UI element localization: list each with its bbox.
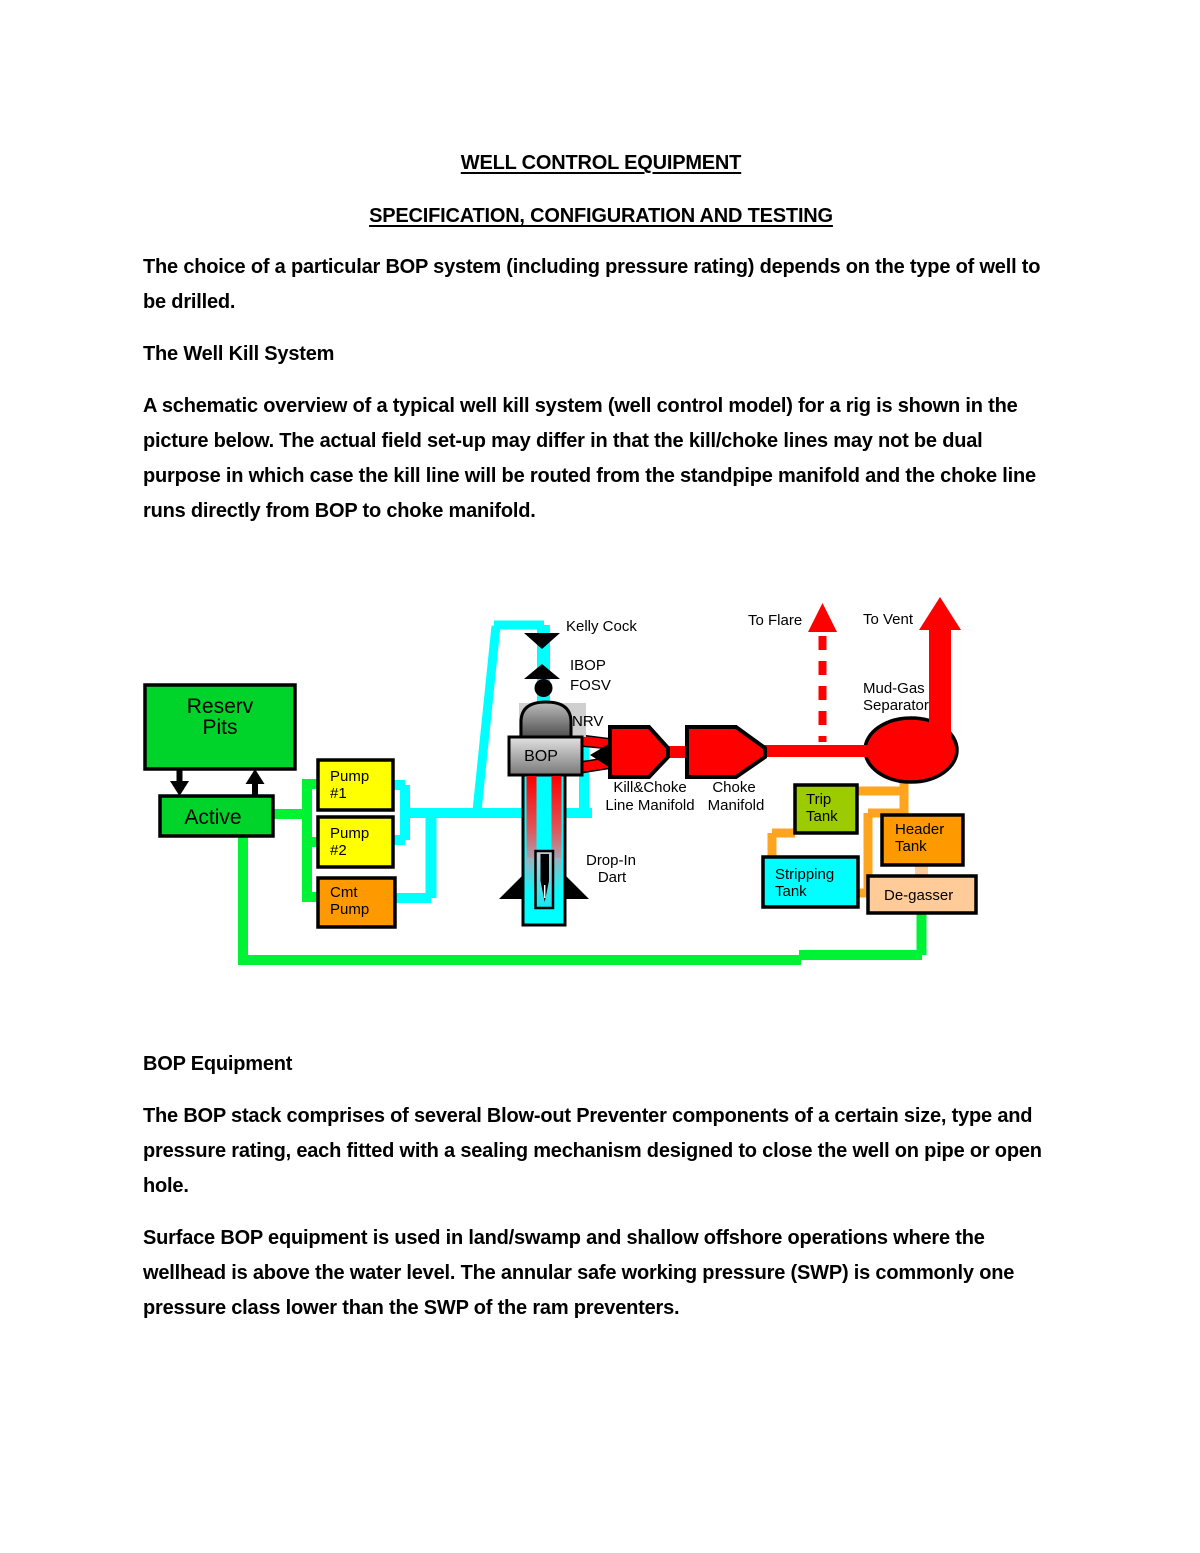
- ibop-valve-icon: [524, 664, 560, 679]
- pump-1-box: [316, 758, 395, 812]
- to-flare-label: To Flare: [748, 612, 802, 629]
- choke-to-separator-pipe: [763, 745, 875, 757]
- nrv-check-valve-icon: [590, 742, 612, 769]
- fosv-valve-icon: [534, 679, 553, 697]
- trip-tank-box: [793, 783, 859, 835]
- active-pit-box: [158, 794, 275, 838]
- bop-equipment-heading: BOP Equipment: [143, 1053, 293, 1075]
- bop-stack: [507, 700, 586, 777]
- fosv-label: FOSV: [570, 677, 611, 694]
- cement-pump-label-line2: Pump: [330, 901, 369, 918]
- to-vent-label: To Vent: [863, 611, 914, 628]
- well-kill-paragraph: A schematic overview of a typical well k…: [143, 395, 1036, 522]
- bop-box: [507, 735, 584, 777]
- standpipe-riser-line: [472, 625, 501, 812]
- header-tank-label-line1: Header: [895, 821, 944, 838]
- pump-2-box: [316, 815, 395, 869]
- degasser-label: De-gasser: [884, 887, 953, 904]
- trip-tank-label-line2: Tank: [806, 808, 838, 825]
- mud-transfer-lines: [238, 779, 927, 965]
- header-tank-label-line2: Tank: [895, 838, 927, 855]
- drop-in-dart-body: [540, 854, 549, 881]
- to-vent-arrow: [919, 597, 961, 630]
- kill-choke-manifold-label-line2: Line Manifold: [605, 797, 694, 814]
- dart-fin-right: [565, 875, 589, 899]
- drill-pipe-wall-right: [551, 776, 562, 864]
- bop-label: BOP: [524, 748, 558, 765]
- mud-gas-separator-label-line1: Mud-Gas: [863, 680, 925, 697]
- doc-title: WELL CONTROL EQUIPMENT: [460, 152, 742, 174]
- well-kill-system-diagram: Reserv Pits Active Pump #1 Pump #2 Cmt P…: [143, 597, 978, 965]
- drop-in-dart-label-line1: Drop-In: [586, 852, 636, 869]
- active-to-reserv-arrow-icon: [245, 769, 265, 784]
- pit-arrows: [170, 769, 265, 796]
- kelly-cock-label: Kelly Cock: [566, 618, 637, 635]
- trip-tank-label-line1: Trip: [806, 791, 831, 808]
- intro-paragraph: The choice of a particular BOP system (i…: [143, 256, 1041, 313]
- reserv-pits-box: [143, 683, 297, 771]
- reserv-pits-label-line1: Reserv: [187, 695, 254, 718]
- nrv-label: NRV: [572, 713, 603, 730]
- drill-string: [499, 773, 589, 927]
- ibop-label: IBOP: [570, 657, 606, 674]
- mud-gas-separator-label-line2: Separator: [863, 697, 929, 714]
- doc-subtitle: SPECIFICATION, CONFIGURATION AND TESTING: [369, 205, 833, 227]
- header-tank-box: [880, 813, 965, 867]
- pump-1-label-line1: Pump: [330, 768, 369, 785]
- kill-choke-line-manifold-shape: [608, 725, 670, 779]
- pump-1-label-line2: #1: [330, 785, 347, 802]
- stripping-tank-label-line2: Tank: [775, 883, 807, 900]
- choke-manifold-label-line1: Choke: [712, 779, 755, 796]
- choke-manifold-label-line2: Manifold: [708, 797, 765, 814]
- dart-fin-left: [499, 875, 523, 899]
- bop-stack-paragraph: The BOP stack comprises of several Blow-…: [143, 1105, 1042, 1197]
- drill-pipe-wall-left: [526, 776, 537, 864]
- well-kill-system-heading: The Well Kill System: [143, 343, 335, 365]
- reserv-pits-label-line2: Pits: [202, 716, 237, 739]
- pump-2-label-line1: Pump: [330, 825, 369, 842]
- active-pit-label: Active: [184, 806, 241, 829]
- stripping-tank-box: [761, 855, 860, 909]
- reserv-to-active-arrow-icon: [170, 781, 189, 796]
- cement-pump-label-line1: Cmt: [330, 884, 358, 901]
- pump-2-label-line2: #2: [330, 842, 347, 859]
- drop-in-dart-label-line2: Dart: [598, 869, 627, 886]
- stripping-tank-label-line1: Stripping: [775, 866, 834, 883]
- kelly-cock-valve-icon: [524, 633, 560, 649]
- vent-pipe: [929, 628, 951, 742]
- bop-annular-dome: [519, 700, 573, 739]
- surface-bop-paragraph: Surface BOP equipment is used in land/sw…: [143, 1227, 1015, 1319]
- to-flare-arrow: [808, 603, 837, 632]
- cement-pump-box: [316, 876, 397, 929]
- choke-manifold-shape: [685, 725, 767, 779]
- kill-choke-manifold-label-line1: Kill&Choke: [613, 779, 686, 796]
- manifold-connector-pipe: [666, 746, 689, 758]
- degasser-box: [866, 874, 978, 915]
